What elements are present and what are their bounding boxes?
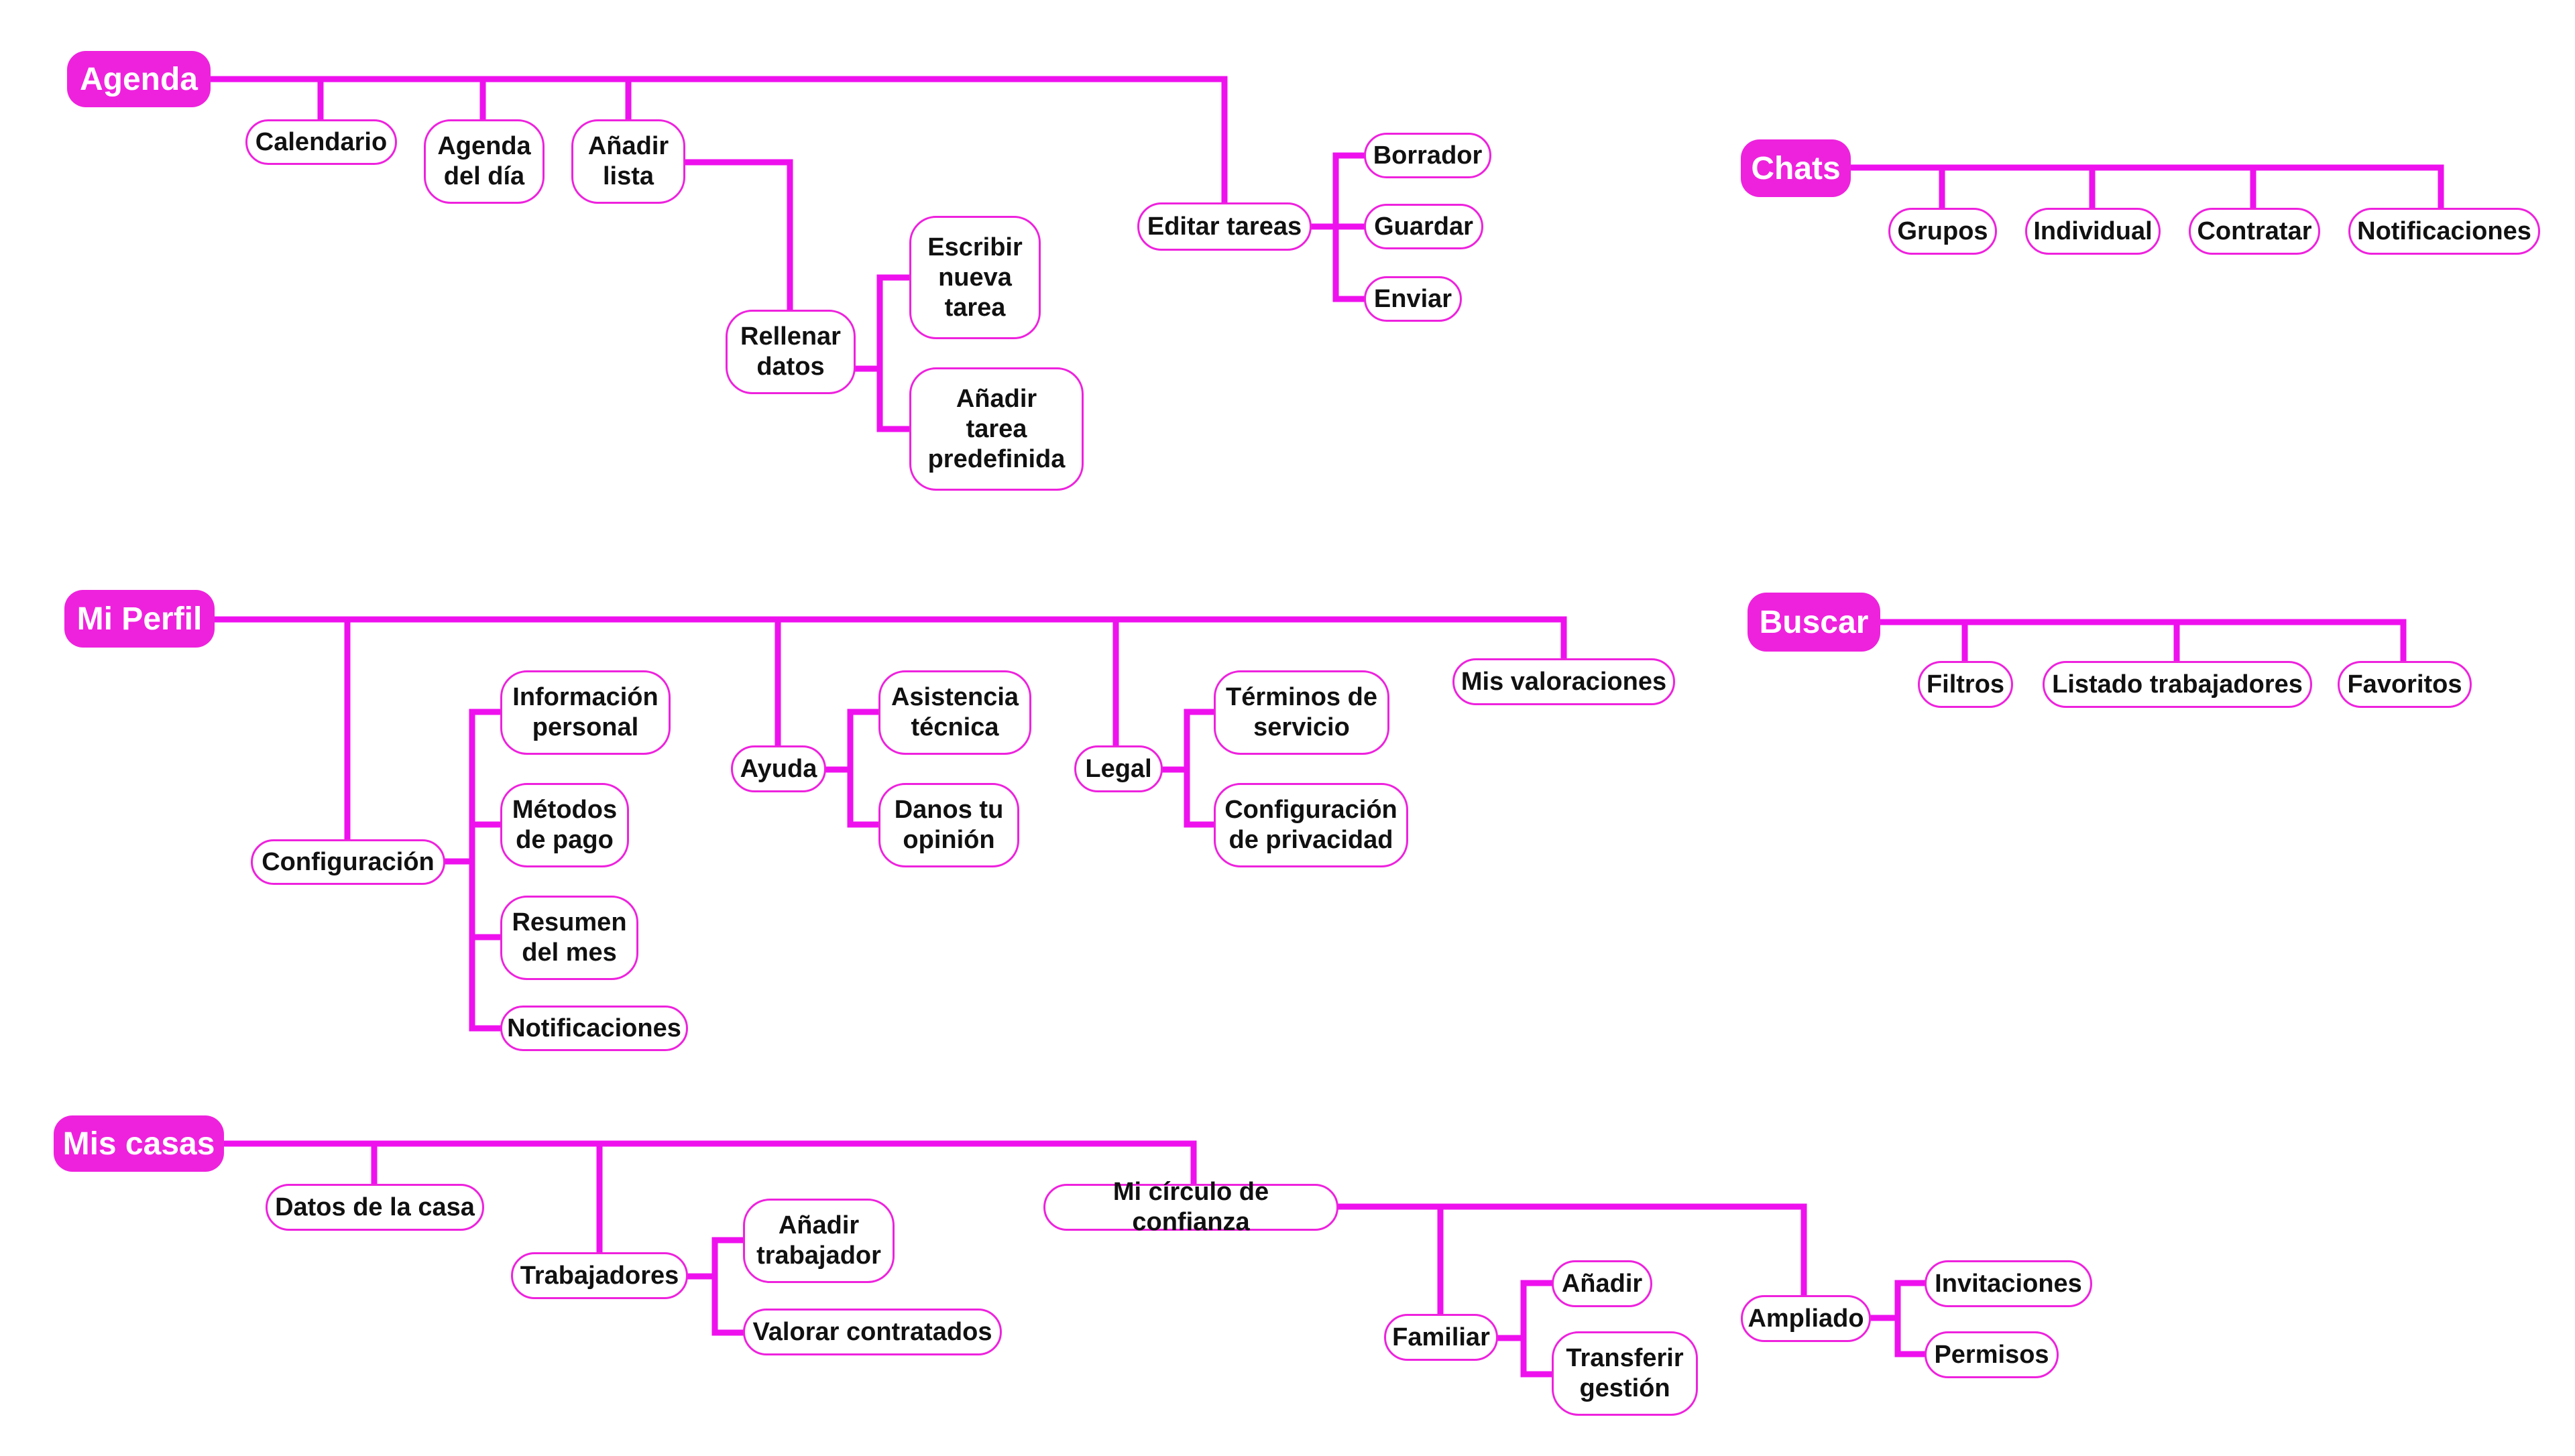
node-enviar[interactable]: Enviar <box>1364 276 1462 322</box>
node-asistencia-tecnica[interactable]: Asistencia técnica <box>878 670 1031 755</box>
node-notificaciones-chats[interactable]: Notificaciones <box>2348 208 2540 255</box>
node-transferir-gestion[interactable]: Transferir gestión <box>1552 1331 1698 1416</box>
chats-branch-lines <box>1845 164 2444 211</box>
node-mis-casas[interactable]: Mis casas <box>54 1115 224 1172</box>
node-borrador[interactable]: Borrador <box>1364 133 1491 178</box>
node-calendario[interactable]: Calendario <box>245 119 397 165</box>
node-configuracion[interactable]: Configuración <box>251 839 445 885</box>
node-individual[interactable]: Individual <box>2025 208 2161 255</box>
agenda-branch-lines <box>205 76 1367 432</box>
node-filtros[interactable]: Filtros <box>1918 661 2013 708</box>
node-anadir-lista[interactable]: Añadir lista <box>571 119 685 204</box>
node-familiar[interactable]: Familiar <box>1384 1314 1498 1361</box>
node-legal[interactable]: Legal <box>1074 745 1163 792</box>
node-anadir-tarea-predefinida[interactable]: Añadir tarea predefinida <box>909 367 1084 491</box>
node-configuracion-de-privacidad[interactable]: Configuración de privacidad <box>1214 783 1408 867</box>
node-guardar[interactable]: Guardar <box>1364 204 1483 249</box>
node-contratar[interactable]: Contratar <box>2189 208 2320 255</box>
node-rellenar-datos[interactable]: Rellenar datos <box>726 310 856 394</box>
node-anadir-familiar[interactable]: Añadir <box>1552 1260 1652 1307</box>
mis-casas-branch-lines <box>218 1140 1928 1378</box>
node-editar-tareas[interactable]: Editar tareas <box>1137 202 1312 251</box>
mi-perfil-branch-lines <box>211 616 1567 1032</box>
node-listado-trabajadores[interactable]: Listado trabajadores <box>2043 661 2312 708</box>
node-danos-tu-opinion[interactable]: Danos tu opinión <box>878 783 1019 867</box>
node-resumen-del-mes[interactable]: Resumen del mes <box>500 896 638 980</box>
node-buscar[interactable]: Buscar <box>1748 593 1880 652</box>
node-chats[interactable]: Chats <box>1741 139 1851 197</box>
node-ampliado[interactable]: Ampliado <box>1741 1295 1871 1342</box>
node-notificaciones-perfil[interactable]: Notificaciones <box>500 1006 688 1051</box>
node-mi-perfil[interactable]: Mi Perfil <box>64 590 215 648</box>
node-agenda-del-dia[interactable]: Agenda del día <box>424 119 545 204</box>
node-permisos[interactable]: Permisos <box>1925 1331 2059 1378</box>
node-trabajadores[interactable]: Trabajadores <box>511 1252 688 1299</box>
node-ayuda[interactable]: Ayuda <box>731 745 826 792</box>
node-invitaciones[interactable]: Invitaciones <box>1925 1260 2092 1307</box>
node-mi-circulo-de-confianza[interactable]: Mi círculo de confianza <box>1043 1178 1338 1236</box>
node-terminos-de-servicio[interactable]: Términos de servicio <box>1214 670 1389 755</box>
node-datos-de-la-casa[interactable]: Datos de la casa <box>266 1184 484 1231</box>
node-grupos[interactable]: Grupos <box>1888 208 1997 255</box>
node-metodos-de-pago[interactable]: Métodos de pago <box>500 783 629 867</box>
buscar-branch-lines <box>1874 619 2407 664</box>
node-valorar-contratados[interactable]: Valorar contratados <box>743 1309 1002 1355</box>
node-escribir-nueva-tarea[interactable]: Escribir nueva tarea <box>909 216 1041 339</box>
node-anadir-trabajador[interactable]: Añadir trabajador <box>743 1199 895 1283</box>
node-agenda[interactable]: Agenda <box>67 51 211 107</box>
node-favoritos[interactable]: Favoritos <box>2338 661 2472 708</box>
node-informacion-personal[interactable]: Información personal <box>500 670 671 755</box>
node-mis-valoraciones[interactable]: Mis valoraciones <box>1452 658 1675 705</box>
